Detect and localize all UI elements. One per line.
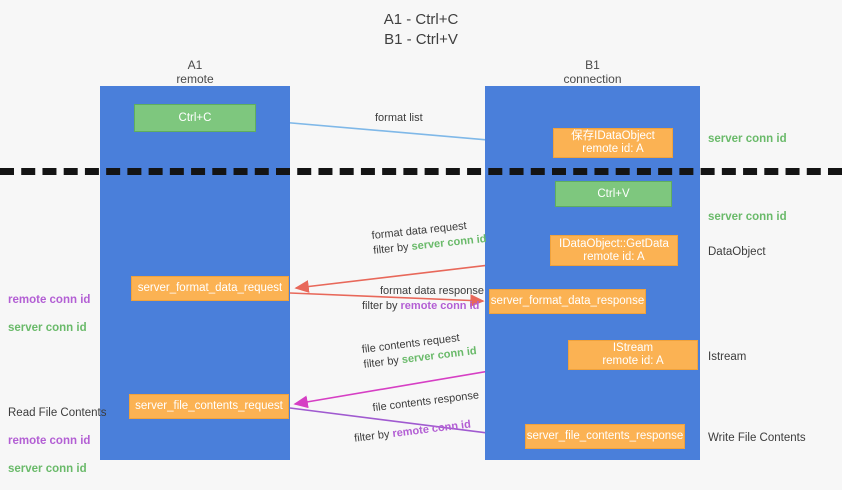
note-istream: Istream (708, 351, 747, 363)
node-save-idataobject[interactable]: 保存IDataObject remote id: A (553, 128, 673, 158)
left-note-read-file-contents: Read File Contents remote conn id server… (8, 392, 106, 490)
node-ctrl-v[interactable]: Ctrl+V (555, 181, 672, 207)
node-server-file-contents-request[interactable]: server_file_contents_request (129, 394, 289, 419)
left-note-read-file-contents-label: Read File Contents (8, 407, 107, 419)
left-note-server-conn-id-1: server conn id (8, 322, 87, 334)
arrow-format-data-response (289, 292, 485, 307)
node-server-format-data-response[interactable]: server_format_data_response (489, 289, 646, 314)
left-note-remote-conn-id-1: remote conn id (8, 294, 91, 306)
note-dataobject: DataObject (708, 246, 766, 258)
edge-label-format-list: format list (375, 111, 423, 126)
node-istream[interactable]: IStream remote id: A (568, 340, 698, 370)
node-server-file-contents-response[interactable]: server_file_contents_response (525, 424, 685, 449)
left-note-conn-ids-format: remote conn id server conn id (8, 279, 90, 349)
note-write-file-contents: Write File Contents (708, 432, 806, 444)
column-header-a1: A1 remote (176, 58, 214, 86)
arrow-file-contents-response (289, 407, 521, 442)
edge-label-format-data-response-filter: filter by remote conn id (362, 299, 484, 314)
filter-prefix: filter by (353, 428, 394, 445)
node-ctrl-c[interactable]: Ctrl+C (134, 104, 256, 132)
node-server-format-data-request[interactable]: server_format_data_request (131, 276, 289, 301)
node-idataobject-getdata[interactable]: IDataObject::GetData remote id: A (550, 235, 678, 266)
note-server-conn-id-top: server conn id (708, 133, 787, 145)
dashed-divider (0, 168, 842, 175)
page-title: A1 - Ctrl+C B1 - Ctrl+V (383, 11, 459, 48)
left-note-server-conn-id-2: server conn id (8, 463, 87, 475)
left-note-remote-conn-id-2: remote conn id (8, 435, 91, 447)
filter-prefix: filter by (362, 300, 401, 312)
filter-prefix: filter by (362, 354, 403, 371)
edge-label-format-data-response: format data response filter by remote co… (362, 284, 484, 314)
filter-prefix: filter by (372, 240, 413, 257)
edge-label-format-list-text: format list (375, 112, 423, 124)
column-header-b1: B1 connection (563, 58, 622, 86)
note-server-conn-id-middle: server conn id (708, 211, 787, 223)
filter-value-remote-conn-id: remote conn id (400, 300, 480, 312)
edge-label-format-data-response-title: format data response (380, 285, 484, 297)
